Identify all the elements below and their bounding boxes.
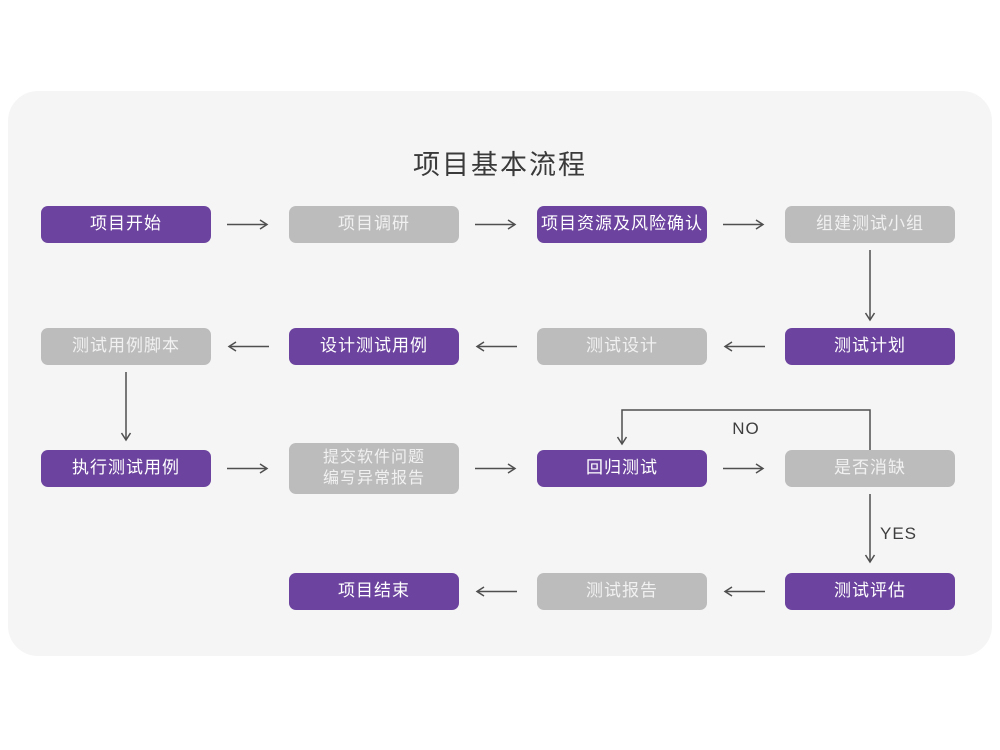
node-test-design: 测试设计 xyxy=(537,328,707,365)
node-project-start: 项目开始 xyxy=(41,206,211,243)
node-resource-risk-confirm: 项目资源及风险确认 xyxy=(537,206,707,243)
flowchart-card xyxy=(8,91,992,656)
node-label: 回归测试 xyxy=(586,458,658,478)
node-project-research: 项目调研 xyxy=(289,206,459,243)
node-label: 是否消缺 xyxy=(834,458,906,478)
node-test-evaluation: 测试评估 xyxy=(785,573,955,610)
node-label-line2: 编写异常报告 xyxy=(322,469,425,487)
node-label: 组建测试小组 xyxy=(816,214,924,234)
node-project-end: 项目结束 xyxy=(289,573,459,610)
node-label: 执行测试用例 xyxy=(72,458,180,478)
node-label-line1: 提交软件问题 xyxy=(322,448,425,466)
node-test-plan: 测试计划 xyxy=(785,328,955,365)
node-build-test-team: 组建测试小组 xyxy=(785,206,955,243)
node-execute-test-cases: 执行测试用例 xyxy=(41,450,211,487)
node-test-report: 测试报告 xyxy=(537,573,707,610)
node-design-test-cases: 设计测试用例 xyxy=(289,328,459,365)
node-label: 测试评估 xyxy=(834,581,906,601)
node-label: 测试报告 xyxy=(586,581,658,601)
node-defect-resolved-check: 是否消缺 xyxy=(785,450,955,487)
node-label: 项目开始 xyxy=(90,214,162,234)
node-regression-test: 回归测试 xyxy=(537,450,707,487)
node-label: 测试设计 xyxy=(586,336,658,356)
node-label: 测试计划 xyxy=(834,336,906,356)
node-label: 项目调研 xyxy=(338,214,410,234)
node-label: 设计测试用例 xyxy=(320,336,428,356)
node-label: 测试用例脚本 xyxy=(72,336,180,356)
node-test-case-scripts: 测试用例脚本 xyxy=(41,328,211,365)
node-label: 项目资源及风险确认 xyxy=(541,214,703,234)
page-title: 项目基本流程 xyxy=(413,150,587,180)
node-submit-issues-report: 提交软件问题 编写异常报告 xyxy=(289,443,459,494)
node-label: 项目结束 xyxy=(338,581,410,601)
